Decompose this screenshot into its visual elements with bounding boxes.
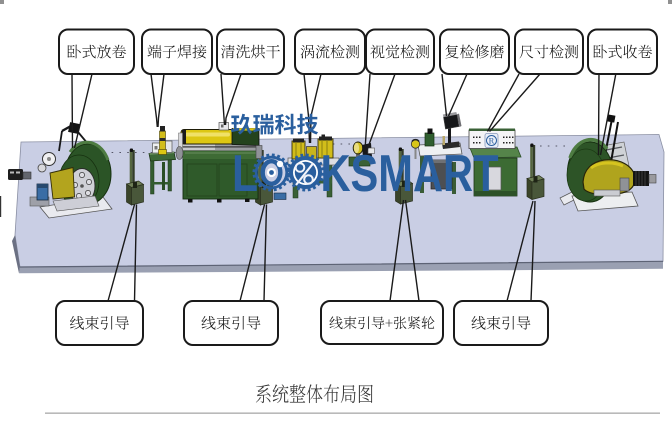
svg-text:R: R [489, 136, 495, 146]
svg-text:KSMART: KSMART [321, 145, 499, 203]
svg-text:L: L [232, 145, 258, 203]
